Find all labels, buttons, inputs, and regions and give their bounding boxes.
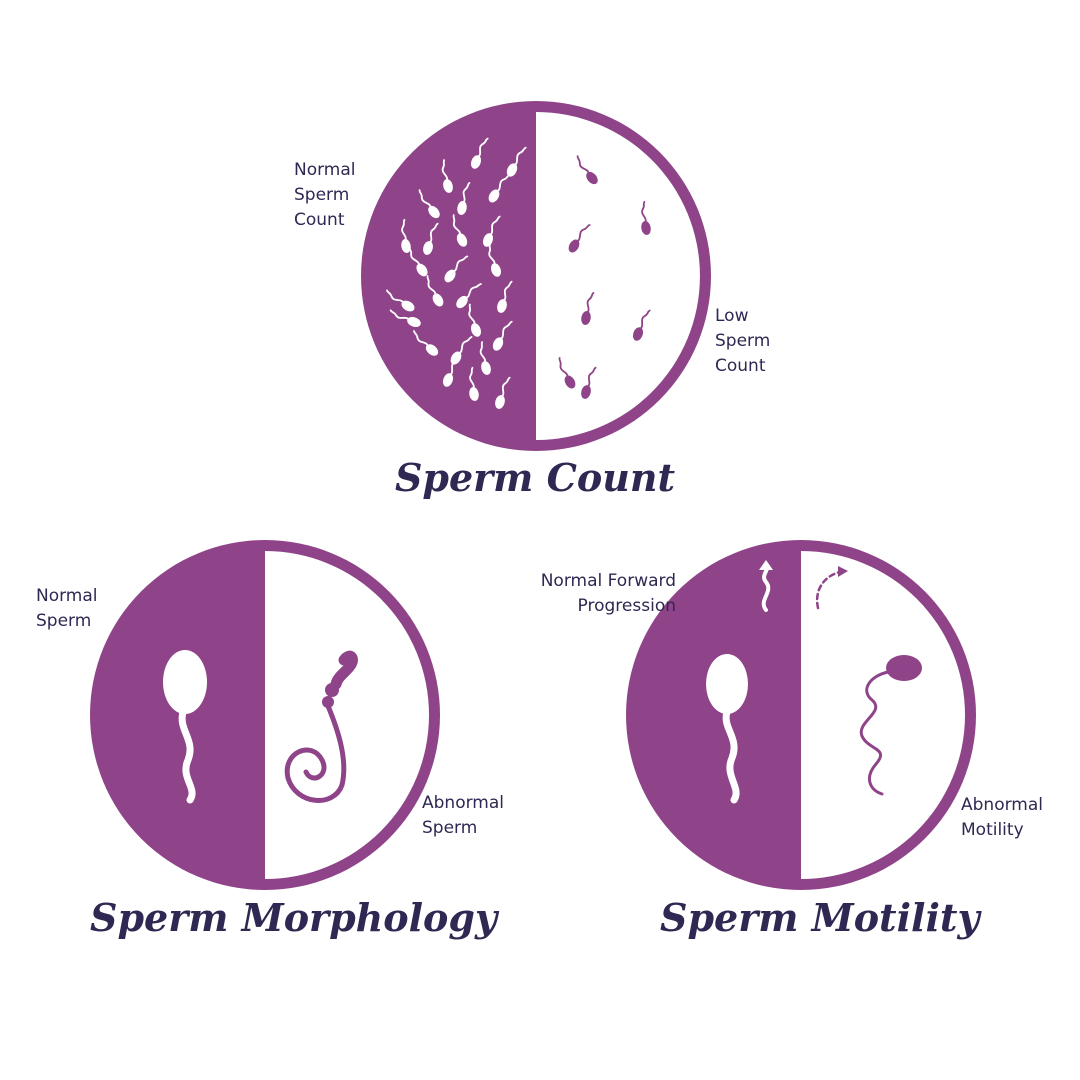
morphology-abnormal-half xyxy=(265,551,429,879)
low-count-label: Low Sperm Count xyxy=(715,306,771,376)
count-title: Sperm Count xyxy=(394,455,676,500)
erratic-sperm-icon xyxy=(859,655,922,796)
normal-motile-sperm-icon xyxy=(706,654,748,804)
morphology-circle xyxy=(90,540,440,890)
abnormal-motility-label: Abnormal Motility xyxy=(961,795,1043,840)
dashed-curved-arrow-icon xyxy=(815,566,848,610)
motility-circle xyxy=(626,540,976,890)
abnormal-sperm-label: Abnormal Sperm xyxy=(422,793,504,838)
normal-forward-label: Normal Forward Progression xyxy=(540,571,676,616)
motility-title: Sperm Motility xyxy=(660,895,980,940)
normal-sperm-label: Normal Sperm xyxy=(36,586,98,631)
motility-abnormal-half xyxy=(801,551,965,879)
morphology-title: Sperm Morphology xyxy=(90,895,498,940)
normal-count-label: Normal Sperm Count xyxy=(294,160,356,230)
count-low-half xyxy=(536,112,700,440)
normal-sperm-icon xyxy=(163,650,207,804)
wavy-up-arrow-icon xyxy=(759,560,773,612)
coiled-sperm-icon xyxy=(284,650,358,803)
count-circle xyxy=(361,101,711,451)
